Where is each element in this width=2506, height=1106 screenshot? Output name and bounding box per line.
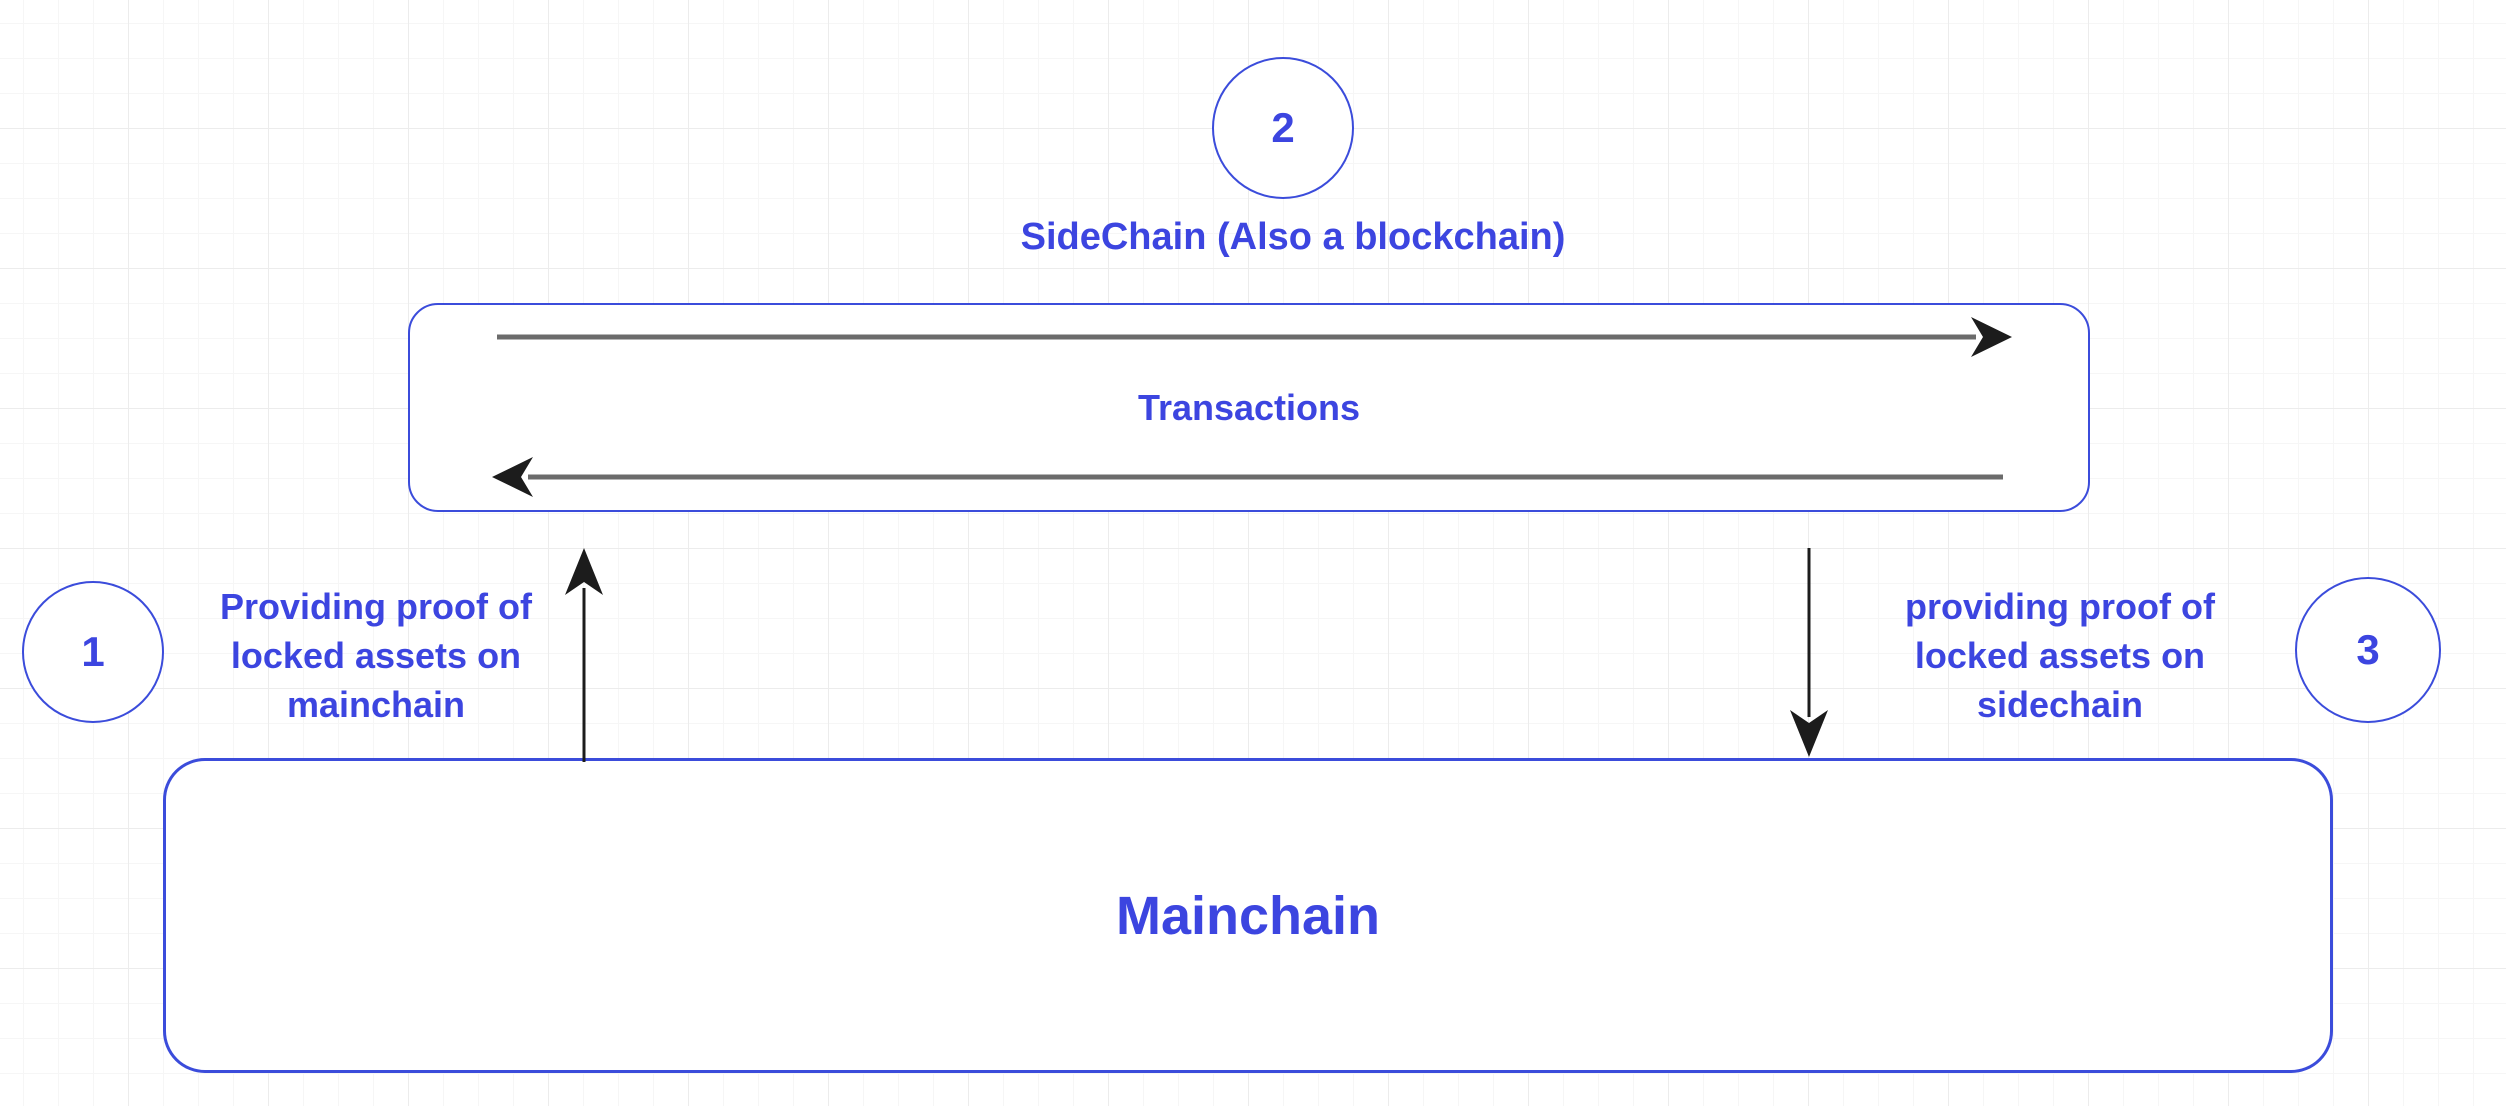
- sidechain-title: SideChain (Also a blockchain): [1020, 216, 1566, 258]
- transactions-arrow-right[interactable]: [497, 317, 2012, 357]
- proof-arrow-up[interactable]: [565, 548, 603, 762]
- proof-arrow-down[interactable]: [1790, 548, 1828, 757]
- right-annotation-line-1: providing proof of: [1905, 586, 2215, 627]
- transactions-label: Transactions: [1137, 386, 1361, 428]
- step-badge-3-label: 3: [2356, 626, 2380, 673]
- step-badge-1[interactable]: 1: [22, 581, 164, 723]
- left-annotation-line-2: locked assets on: [230, 635, 522, 676]
- right-annotation-line-2: locked assets on: [1914, 635, 2206, 676]
- right-annotation-line-3: sidechain: [1976, 684, 2144, 725]
- step-badge-3[interactable]: 3: [2295, 577, 2441, 723]
- right-annotation: providing proof of locked assets on side…: [1840, 582, 2280, 729]
- transactions-box[interactable]: Transactions: [408, 303, 2090, 512]
- left-annotation: Providing proof of locked assets on main…: [156, 582, 596, 729]
- left-annotation-line-3: mainchain: [286, 684, 466, 725]
- step-badge-1-label: 1: [81, 628, 105, 675]
- transactions-arrow-left[interactable]: [492, 457, 2003, 497]
- mainchain-label: Mainchain: [1115, 885, 1381, 946]
- mainchain-box[interactable]: Mainchain: [163, 758, 2333, 1073]
- step-badge-2[interactable]: 2: [1212, 57, 1354, 199]
- left-annotation-line-1: Providing proof of: [220, 586, 532, 627]
- step-badge-2-label: 2: [1271, 104, 1295, 151]
